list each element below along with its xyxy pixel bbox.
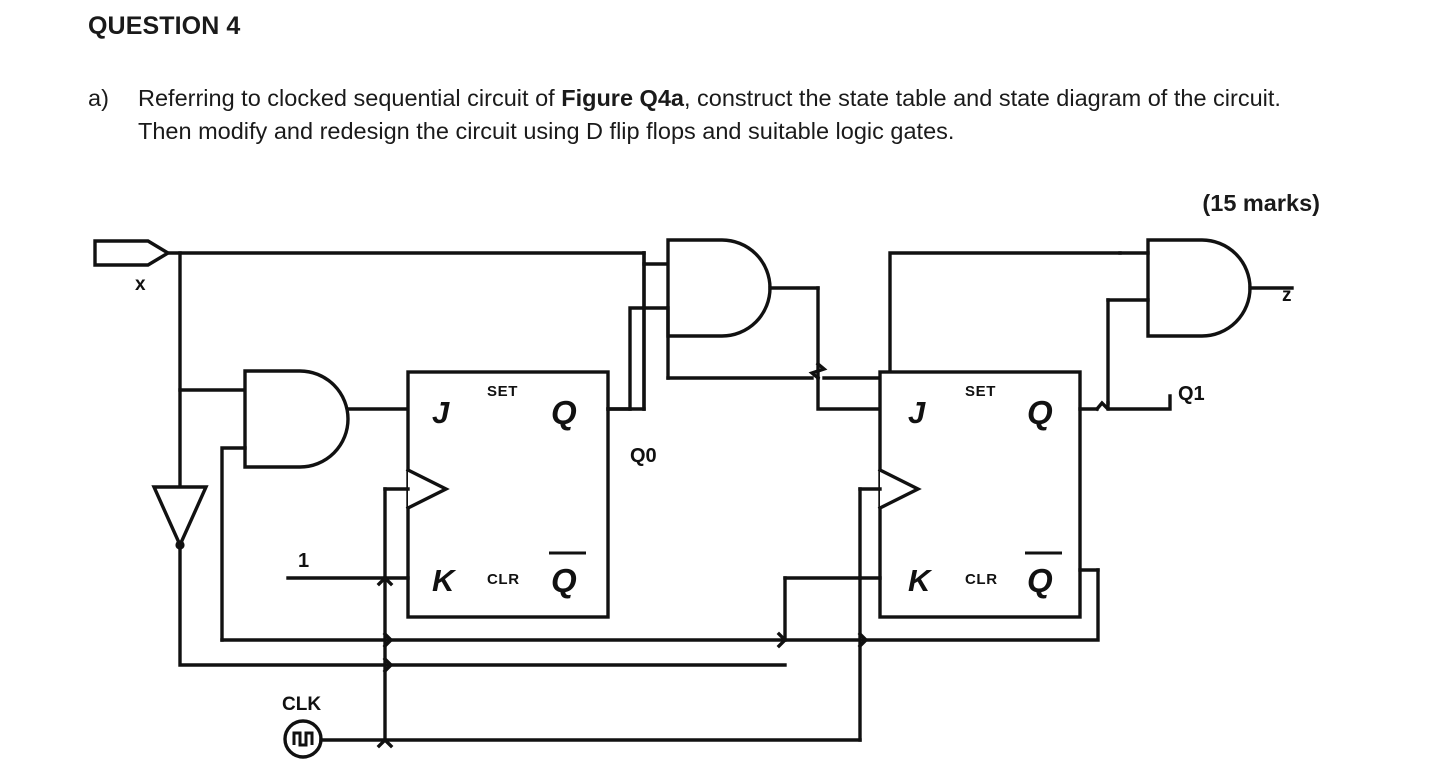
figure-reference: Figure Q4a bbox=[561, 85, 684, 111]
wire-hop-1 bbox=[808, 361, 828, 381]
label-q0: Q0 bbox=[630, 445, 657, 467]
question-body: a) Referring to clocked sequential circu… bbox=[88, 82, 1338, 148]
flipflop-0 bbox=[405, 370, 610, 619]
list-item: a) Referring to clocked sequential circu… bbox=[88, 82, 1338, 148]
wire-q0-to-and-top bbox=[628, 306, 670, 411]
label-ff0-clr: CLR bbox=[487, 571, 520, 588]
wire-q0-to-and-right bbox=[822, 251, 1122, 380]
and-gate-left bbox=[243, 369, 350, 469]
wire-and-left-lower-input bbox=[220, 446, 247, 642]
clock-triangle-ff0 bbox=[405, 467, 450, 511]
label-ff1-k: K bbox=[908, 563, 933, 598]
item-text: Referring to clocked sequential circuit … bbox=[138, 82, 1338, 148]
label-ff1-q: Q bbox=[1027, 394, 1053, 431]
label-ff1-set: SET bbox=[965, 383, 996, 400]
label-logic-one: 1 bbox=[298, 550, 309, 572]
label-ff0-q: Q bbox=[551, 394, 577, 431]
item-text-part-3: , construct the state table and state di… bbox=[138, 85, 1281, 144]
label-output-z: z bbox=[1282, 285, 1292, 306]
flipflop-1 bbox=[877, 370, 1082, 619]
label-input-x: x bbox=[135, 274, 146, 295]
label-ff0-set: SET bbox=[487, 383, 518, 400]
inverter-x-icon bbox=[151, 485, 209, 550]
and-gate-top-middle bbox=[666, 238, 772, 338]
and-gate-right bbox=[1146, 238, 1252, 338]
hop-578-a bbox=[376, 575, 394, 587]
label-ff0-qbar: Q bbox=[551, 562, 577, 599]
wire-x-into-and-top bbox=[642, 251, 670, 266]
label-ff0-k: K bbox=[432, 563, 457, 598]
item-text-part-1: Referring to clocked sequential circuit … bbox=[138, 85, 562, 111]
label-ff1-clr: CLR bbox=[965, 571, 998, 588]
hop-665-a bbox=[382, 656, 394, 674]
hop-740-a bbox=[376, 737, 394, 749]
item-label: a) bbox=[88, 85, 109, 111]
label-clk: CLK bbox=[282, 694, 321, 715]
wire-and-top-to-j1 bbox=[816, 376, 882, 411]
label-ff0-j: J bbox=[432, 395, 450, 430]
clock-triangle-ff1 bbox=[877, 467, 922, 511]
label-q1: Q1 bbox=[1178, 383, 1205, 405]
label-ff1-j: J bbox=[908, 395, 926, 430]
input-pin-x bbox=[93, 239, 172, 267]
hop-640-b bbox=[857, 631, 869, 649]
clock-source bbox=[283, 719, 323, 759]
label-ff1-qbar: Q bbox=[1027, 562, 1053, 599]
clock-wave-icon bbox=[292, 731, 314, 747]
wire-inverter-output bbox=[178, 543, 787, 667]
wire-q1bar-feedback bbox=[220, 568, 1100, 642]
page-title: QUESTION 4 bbox=[88, 12, 241, 40]
hop-640-c bbox=[776, 631, 788, 649]
circuit-labels: x z J SET Q K CLR Q J SET Q K CLR Q Q0 bbox=[135, 274, 1292, 715]
marks-label: (15 marks) bbox=[1202, 190, 1320, 216]
hop-640-a bbox=[382, 631, 394, 649]
